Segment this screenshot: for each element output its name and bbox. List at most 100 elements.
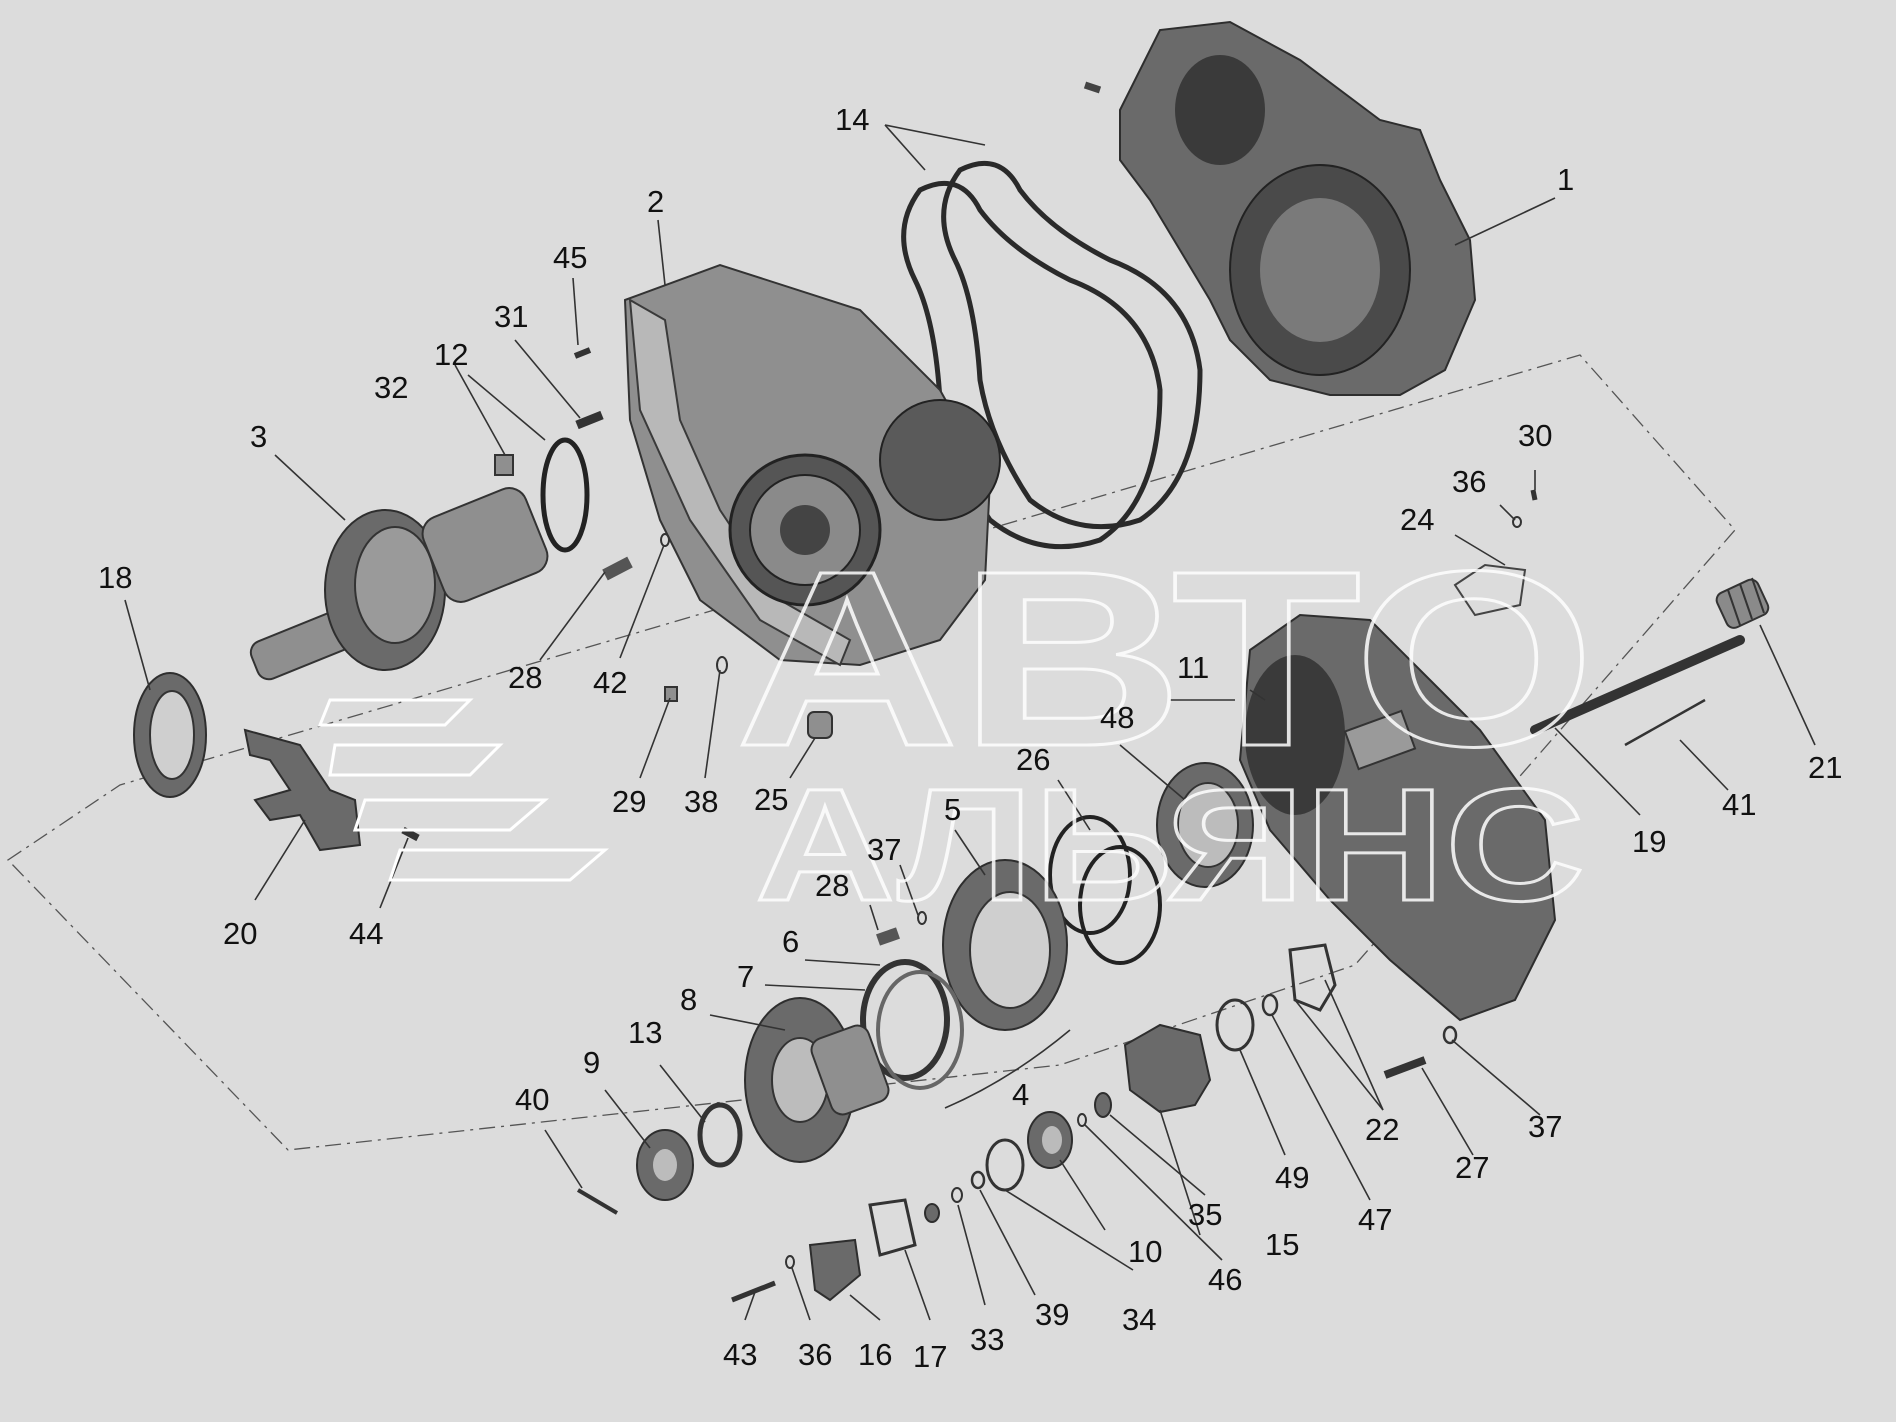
watermark-line2: АЛЬЯНС xyxy=(755,755,1585,934)
callout-11: 11 xyxy=(1177,650,1209,685)
cover-16 xyxy=(808,1238,862,1302)
callout-44: 44 xyxy=(349,916,383,951)
bushing-29 xyxy=(664,686,678,702)
seal-7 xyxy=(860,959,964,1090)
callout-39: 39 xyxy=(1035,1297,1069,1332)
pin-40 xyxy=(576,1188,619,1215)
callout-43: 43 xyxy=(723,1337,757,1372)
watermark: АВТО АЛЬЯНС xyxy=(317,518,1597,936)
callout-18: 18 xyxy=(98,560,132,595)
ring-34 xyxy=(985,1138,1025,1192)
callout-41: 41 xyxy=(1722,787,1756,822)
gear-shaft-3 xyxy=(249,487,549,681)
callout-9: 9 xyxy=(583,1045,600,1080)
callout-33: 33 xyxy=(970,1322,1004,1357)
cover-17 xyxy=(868,1198,917,1257)
callout-29: 29 xyxy=(612,784,646,819)
callout-34: 34 xyxy=(1122,1302,1156,1337)
seal-ring-26 xyxy=(1048,815,1162,965)
callout-40: 40 xyxy=(515,1082,549,1117)
pin-41 xyxy=(1624,698,1706,747)
callout-28b: 28 xyxy=(815,868,849,903)
callout-30: 30 xyxy=(1518,418,1552,453)
callout-25: 25 xyxy=(754,782,788,817)
fork-20 xyxy=(243,728,362,852)
callout-32: 32 xyxy=(374,370,408,405)
ring-38 xyxy=(716,656,728,674)
callout-27: 27 xyxy=(1455,1150,1489,1185)
washer-13 xyxy=(697,1102,743,1168)
washer-34b xyxy=(924,1203,940,1223)
cover-15 xyxy=(1123,1023,1212,1114)
callout-15: 15 xyxy=(1265,1227,1299,1262)
callout-22: 22 xyxy=(1365,1112,1399,1147)
ring-36b xyxy=(785,1255,795,1269)
gasket-24 xyxy=(1453,563,1527,617)
spring-21 xyxy=(1715,577,1770,629)
pin-45 xyxy=(573,347,592,359)
callout-47: 47 xyxy=(1358,1202,1392,1237)
washer-35 xyxy=(1094,1092,1112,1118)
leader-lines xyxy=(124,124,1816,1321)
housing-2 xyxy=(623,263,1001,667)
callout-16: 16 xyxy=(858,1337,892,1372)
callout-45: 45 xyxy=(553,240,587,275)
bearing-10 xyxy=(1027,1111,1073,1169)
callout-46: 46 xyxy=(1208,1262,1242,1297)
bolt-27 xyxy=(1383,1056,1427,1079)
ring-46 xyxy=(1077,1113,1087,1127)
callout-8: 8 xyxy=(680,982,697,1017)
pin-dowel-1 xyxy=(1083,81,1102,94)
ring-47 xyxy=(1261,993,1279,1017)
watermark-logo-stripes xyxy=(317,698,610,882)
bearing-48 xyxy=(1156,762,1254,888)
nut-32 xyxy=(494,454,514,476)
ring-33 xyxy=(951,1187,963,1203)
group-outline xyxy=(6,354,1736,1151)
ring-37a xyxy=(917,911,927,925)
callout-38: 38 xyxy=(684,784,718,819)
callout-13: 13 xyxy=(628,1015,662,1050)
callout-42: 42 xyxy=(593,665,627,700)
ring-42 xyxy=(660,533,670,547)
bolt-43 xyxy=(731,1280,776,1303)
callout-49: 49 xyxy=(1275,1160,1309,1195)
flange-5 xyxy=(942,859,1068,1031)
callout-21: 21 xyxy=(1808,750,1842,785)
callout-28a: 28 xyxy=(508,660,542,695)
callout-4: 4 xyxy=(1012,1077,1029,1112)
callout-24: 24 xyxy=(1400,502,1434,537)
housing-1 xyxy=(1119,20,1477,396)
circlip-12 xyxy=(540,437,590,553)
callout-12: 12 xyxy=(434,337,468,372)
callout-3: 3 xyxy=(250,419,267,454)
callout-35: 35 xyxy=(1188,1197,1222,1232)
callout-2: 2 xyxy=(647,184,664,219)
plug-25 xyxy=(807,711,833,739)
rod-19 xyxy=(1530,635,1745,735)
ring-36a xyxy=(1512,516,1522,528)
callout-1: 1 xyxy=(1557,162,1574,197)
callout-37b: 37 xyxy=(1528,1109,1562,1144)
ring-18 xyxy=(133,672,207,798)
cover-11 xyxy=(1238,613,1557,1022)
callout-labels: 1 2 3 4 5 6 7 8 9 10 11 12 13 14 15 16 1… xyxy=(98,102,1842,1374)
callout-14: 14 xyxy=(835,102,869,137)
gasket-14 xyxy=(901,160,1203,550)
callout-19: 19 xyxy=(1632,824,1666,859)
watermark-line1: АВТО xyxy=(735,519,1595,798)
gasket-22 xyxy=(1288,943,1337,1012)
callout-37a: 37 xyxy=(867,832,901,867)
washer-37b xyxy=(1442,1025,1458,1045)
callout-36a: 36 xyxy=(1452,464,1486,499)
nut-9 xyxy=(636,1129,694,1201)
callout-20: 20 xyxy=(223,916,257,951)
flange-8 xyxy=(744,997,890,1163)
ring-39 xyxy=(970,1170,986,1190)
pin-31 xyxy=(575,410,604,430)
bolt-28b xyxy=(876,927,900,946)
callout-31: 31 xyxy=(494,299,528,334)
pin-30 xyxy=(1530,489,1538,501)
callout-10: 10 xyxy=(1128,1234,1162,1269)
